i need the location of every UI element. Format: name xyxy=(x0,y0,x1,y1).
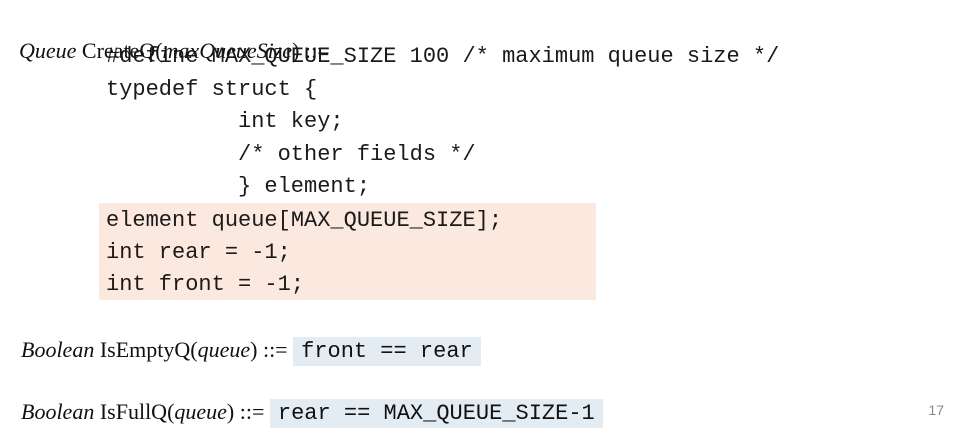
createq-signature: Queue CreateQ(maxQueueSize) ::= xyxy=(8,6,330,66)
isemptyq-signature: Boolean IsEmptyQ(queue) ::= front == rea… xyxy=(10,305,481,367)
code-line-rear: int rear = -1; xyxy=(106,240,291,265)
code-line-typedef: typedef struct { xyxy=(106,77,318,102)
code-line-define: #define MAX_QUEUE_SIZE 100 /* maximum qu… xyxy=(106,44,780,69)
isemptyq-parameter: queue xyxy=(197,337,251,362)
page-number: 17 xyxy=(928,402,944,418)
isfullq-expression: rear == MAX_QUEUE_SIZE-1 xyxy=(269,399,603,428)
isemptyq-assign: ) ::= xyxy=(250,337,288,362)
queue-declaration-highlight xyxy=(99,203,596,300)
createq-return-type: Queue xyxy=(19,38,77,63)
createq-function-name: CreateQ( xyxy=(81,38,163,63)
code-line-queue-array: element queue[MAX_QUEUE_SIZE]; xyxy=(106,208,503,233)
code-line-front: int front = -1; xyxy=(106,272,305,297)
isfullq-assign: ) ::= xyxy=(226,399,265,424)
isfullq-parameter: queue xyxy=(174,399,227,424)
isfullq-signature: Boolean IsFullQ(queue) ::= rear == MAX_Q… xyxy=(10,367,603,429)
isemptyq-return-type: Boolean xyxy=(21,337,95,362)
isemptyq-expression: front == rear xyxy=(293,337,481,366)
isfullq-return-type: Boolean xyxy=(21,399,95,424)
code-line-element: } element; xyxy=(238,174,371,199)
createq-parameter: maxQueueSize xyxy=(162,38,293,63)
code-line-int-key: int key; xyxy=(238,109,344,134)
code-line-other-fields: /* other fields */ xyxy=(238,142,476,167)
isfullq-function-name: IsFullQ( xyxy=(99,399,175,424)
isemptyq-function-name: IsEmptyQ( xyxy=(99,337,198,362)
createq-assign: ) ::= xyxy=(292,38,330,63)
